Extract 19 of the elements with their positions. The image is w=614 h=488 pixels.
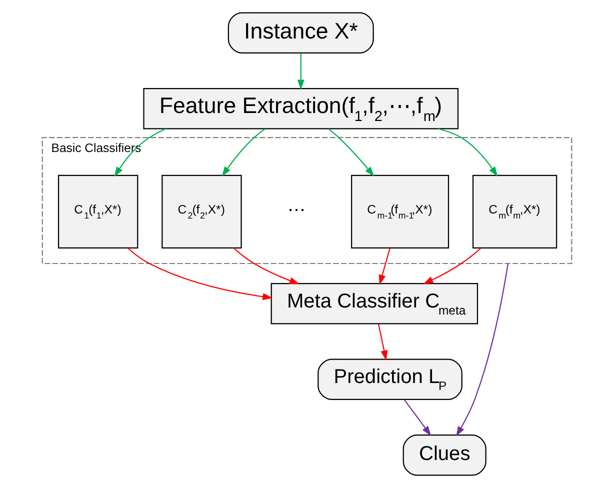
arrow <box>404 399 432 436</box>
arrow <box>423 248 482 284</box>
arrow <box>222 128 266 177</box>
node-box: Feature Extraction(f$_{1}$,f$_{2}$,⋯,f$_{m}$) <box>143 88 459 130</box>
node-box: Prediction L$_{P}$ <box>318 358 462 400</box>
arrow <box>128 248 273 300</box>
arrow <box>297 53 304 90</box>
node-box: Clues <box>402 434 486 476</box>
arrow <box>233 248 300 284</box>
label: ⋯ <box>288 200 306 220</box>
arrow <box>456 263 509 436</box>
node-box: C$_{2}$(f$_{2}$,X*) <box>162 174 242 248</box>
node-box: Instance X* <box>228 12 374 54</box>
node-box: C$_{1}$(f$_{1}$,X*) <box>58 174 138 248</box>
arrow <box>378 324 388 360</box>
node-box: Meta Classifier C$_{meta}$ <box>270 283 478 324</box>
node-box: C$_{m-1}$(f$_{m-1}$,X*) <box>351 174 450 248</box>
arrow <box>378 248 390 285</box>
node-box: C$_{m}$(f$_{m}$,X*) <box>472 174 558 248</box>
